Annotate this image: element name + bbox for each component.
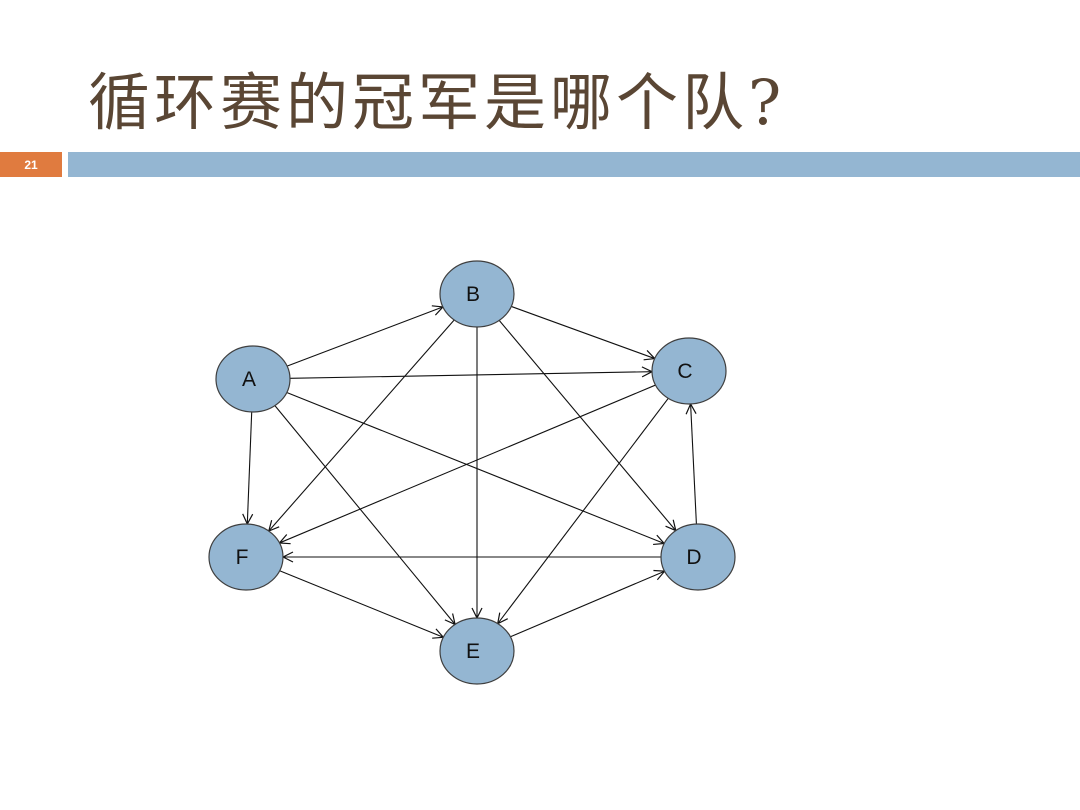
node-ellipse-f bbox=[208, 523, 284, 591]
node-label-f: F bbox=[236, 546, 249, 569]
edge-a-to-d bbox=[286, 391, 664, 544]
edges bbox=[247, 305, 697, 638]
node-a: A bbox=[215, 345, 291, 413]
node-ellipse-c bbox=[651, 337, 727, 405]
edge-a-to-b bbox=[286, 307, 443, 367]
node-label-c: C bbox=[677, 360, 692, 383]
edge-a-to-f bbox=[247, 411, 251, 524]
nodes: A B C D E F bbox=[208, 260, 736, 685]
node-ellipse-b bbox=[439, 260, 515, 328]
node-ellipse-e bbox=[439, 617, 515, 685]
edge-c-to-e bbox=[498, 398, 669, 623]
node-e: E bbox=[439, 617, 515, 685]
node-label-b: B bbox=[466, 283, 480, 306]
node-label-d: D bbox=[686, 546, 701, 569]
node-b: B bbox=[439, 260, 515, 328]
edge-e-to-d bbox=[510, 571, 664, 638]
edge-b-to-d bbox=[498, 320, 676, 530]
node-c: C bbox=[651, 337, 727, 405]
edge-f-to-e bbox=[279, 570, 444, 638]
edge-a-to-e bbox=[274, 405, 455, 625]
edge-a-to-c bbox=[289, 372, 652, 379]
page-number: 21 bbox=[24, 157, 38, 172]
node-label-e: E bbox=[466, 640, 480, 663]
edge-b-to-c bbox=[511, 305, 654, 358]
node-d: D bbox=[660, 523, 736, 591]
page-number-badge: 21 bbox=[0, 152, 62, 177]
slide-title: 循环赛的冠军是哪个队? bbox=[88, 66, 786, 139]
edge-d-to-c bbox=[691, 404, 697, 525]
node-f: F bbox=[208, 523, 284, 591]
edge-c-to-f bbox=[279, 384, 656, 543]
header-accent-bar bbox=[68, 152, 1080, 177]
node-ellipse-a bbox=[215, 345, 291, 413]
edge-b-to-f bbox=[269, 319, 455, 531]
node-ellipse-d bbox=[660, 523, 736, 591]
node-label-a: A bbox=[242, 368, 256, 391]
